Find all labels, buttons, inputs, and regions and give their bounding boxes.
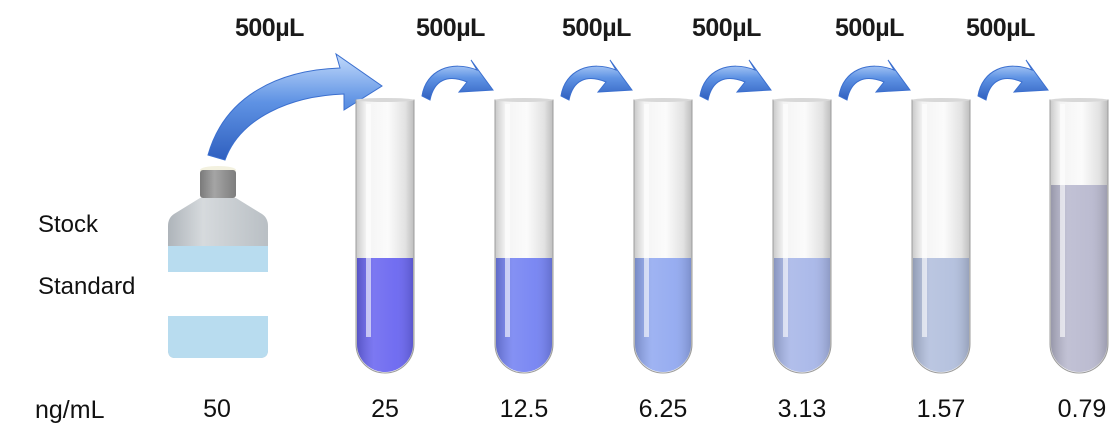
- tubes: [355, 98, 1109, 374]
- stock-bottle: [168, 166, 268, 358]
- tube-highlight: [505, 104, 510, 337]
- test-tube: [355, 98, 415, 374]
- tube-concentration: 6.25: [638, 395, 688, 423]
- tube-highlight: [922, 104, 927, 337]
- tube-rim: [634, 98, 692, 102]
- stock-label: Stock: [38, 211, 99, 238]
- tube-rim: [1050, 98, 1108, 102]
- tube-concentration: 25: [371, 395, 399, 423]
- tube-liquid-shade: [1051, 185, 1107, 372]
- tube-concentration: 0.79: [1057, 395, 1107, 423]
- transfer-arrow-small: [838, 59, 911, 101]
- bottle-band-upper: [168, 246, 268, 272]
- tube-liquid-shade: [774, 258, 830, 372]
- bottle-label: [168, 272, 268, 316]
- tube-rim: [773, 98, 831, 102]
- tube-highlight: [644, 104, 649, 337]
- transfer-arrow-small: [560, 59, 633, 101]
- tube-highlight: [783, 104, 788, 337]
- transfer-arrow-large: [207, 52, 383, 161]
- transfer-volume-label: 500µL: [416, 14, 485, 42]
- small-arrows: [421, 59, 1049, 101]
- tube-rim: [912, 98, 970, 102]
- bottle-cap: [200, 170, 236, 198]
- bottle-band-lower: [168, 316, 268, 358]
- tube-highlight: [366, 104, 371, 337]
- tube-rim: [495, 98, 553, 102]
- tube-liquid-shade: [357, 258, 413, 372]
- unit-label: ng/mL: [35, 396, 105, 424]
- tube-liquid-shade: [913, 258, 969, 372]
- transfer-volume-label: 500µL: [235, 14, 304, 42]
- tube-concentration: 12.5: [499, 395, 549, 423]
- tube-liquid-shade: [635, 258, 691, 372]
- test-tube: [633, 98, 693, 374]
- transfer-volume-label: 500µL: [966, 14, 1035, 42]
- tube-concentration: 3.13: [777, 395, 827, 423]
- tube-liquid-shade: [496, 258, 552, 372]
- transfer-volume-label: 500µL: [835, 14, 904, 42]
- standard-label: Standard: [38, 273, 136, 300]
- tube-highlight: [1060, 104, 1065, 337]
- transfer-volume-label: 500µL: [562, 14, 631, 42]
- transfer-volume-label: 500µL: [692, 14, 761, 42]
- test-tube: [494, 98, 554, 374]
- transfer-arrow-small: [977, 59, 1049, 101]
- tube-rim: [356, 98, 414, 102]
- test-tube: [772, 98, 832, 374]
- test-tube: [1049, 98, 1109, 374]
- transfer-arrow-small: [421, 59, 494, 101]
- test-tube: [911, 98, 971, 374]
- tube-concentration: 1.57: [916, 395, 966, 423]
- stock-concentration: 50: [203, 395, 231, 423]
- transfer-arrow-small: [699, 59, 772, 101]
